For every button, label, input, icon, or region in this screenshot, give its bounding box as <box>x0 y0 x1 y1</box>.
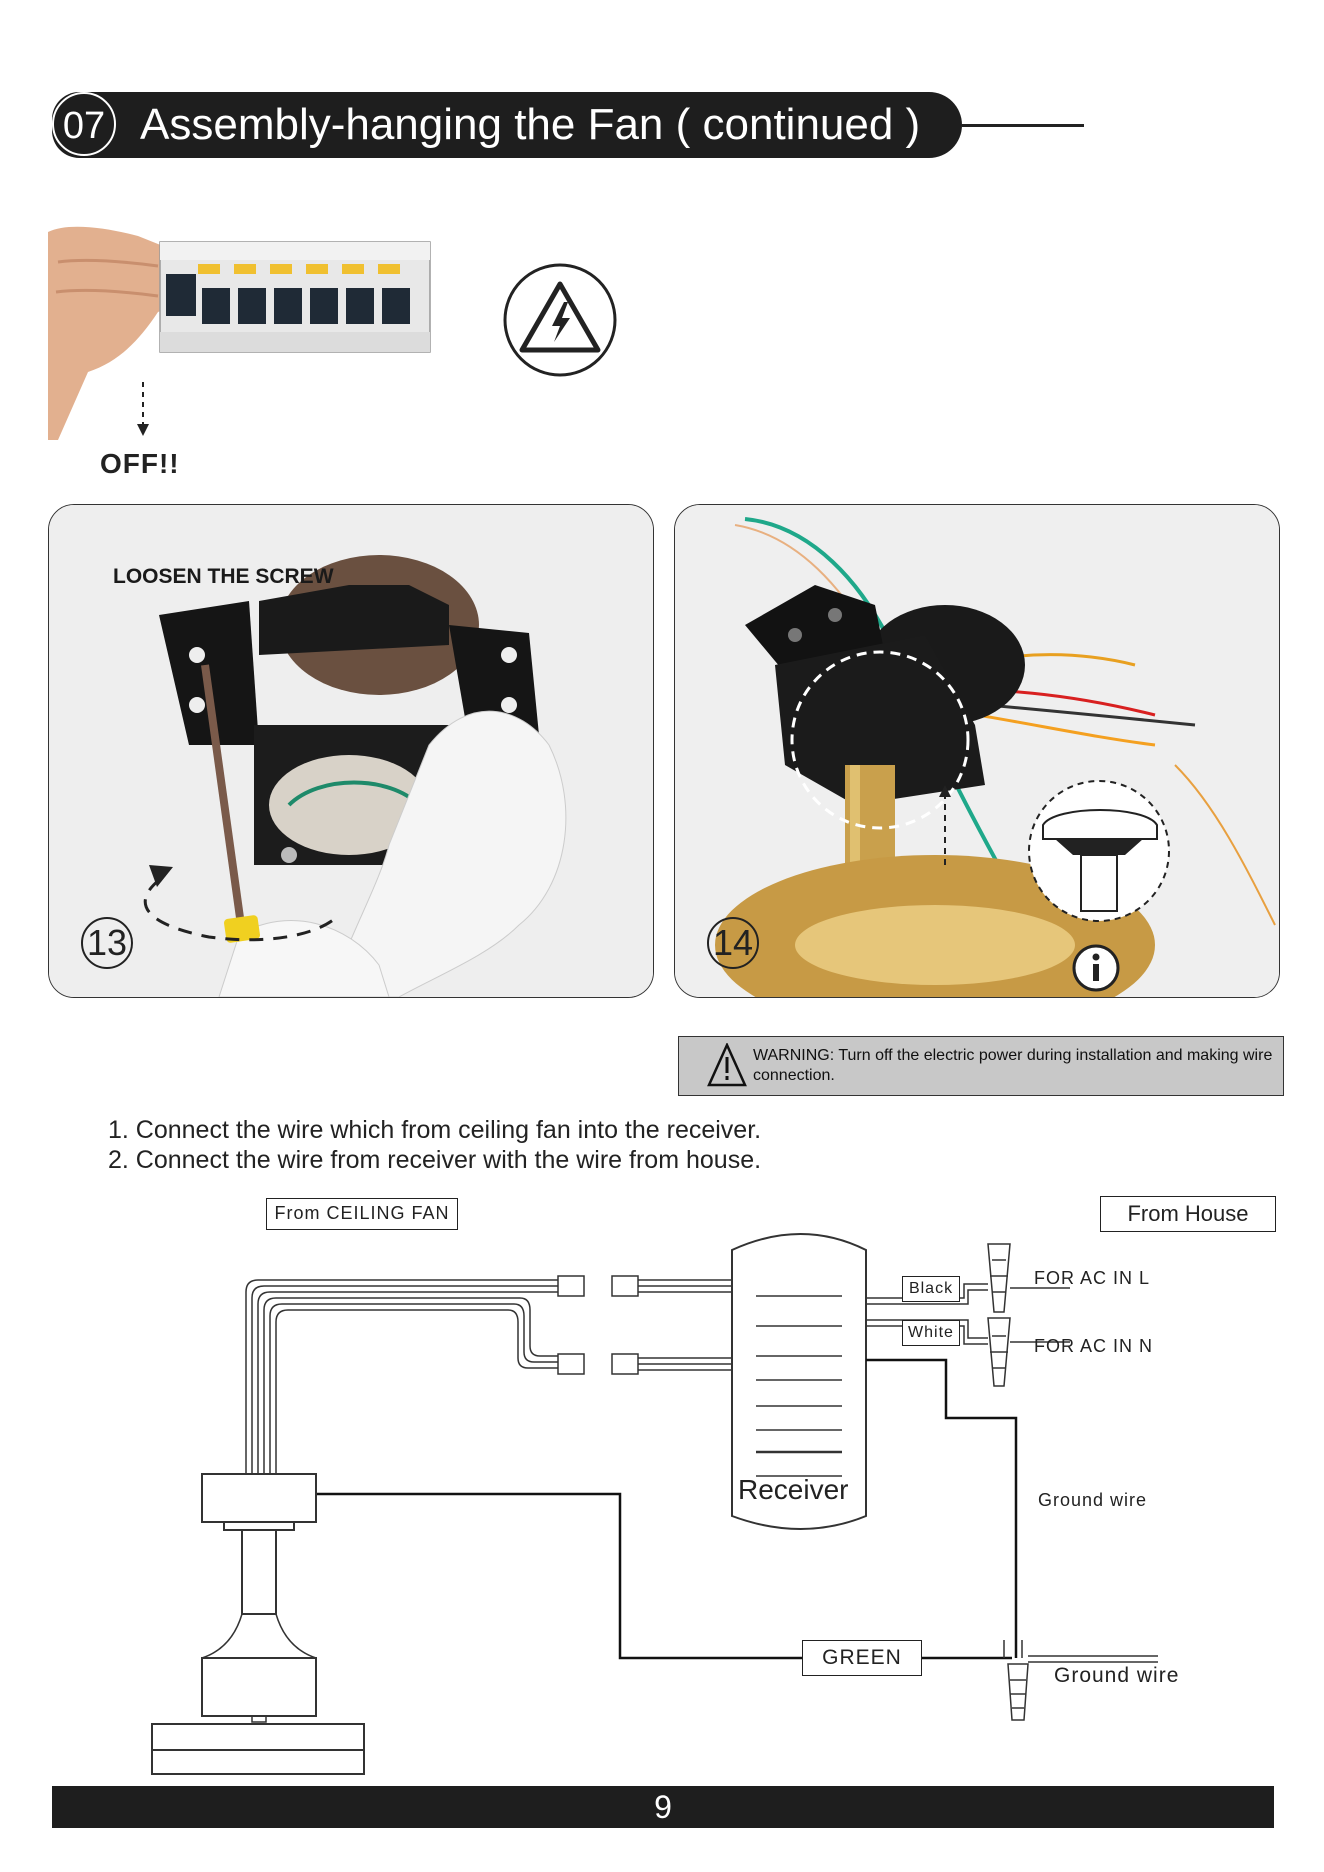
section-title: Assembly-hanging the Fan ( continued ) <box>140 100 921 149</box>
section-header <box>52 92 962 158</box>
wiring-diagram <box>151 1233 1158 1775</box>
from-house-label: From House <box>1100 1196 1276 1232</box>
off-label: OFF!! <box>100 448 180 479</box>
ac-in-n-label: FOR AC IN N <box>1034 1336 1154 1356</box>
loosen-screw-label: LOOSEN THE SCREW <box>113 565 334 588</box>
footer-bar: 9 <box>52 1786 1274 1828</box>
step-13-number: 13 <box>81 917 133 969</box>
house-ground-wire-label: Ground wire <box>1054 1664 1180 1687</box>
from-ceiling-fan-label: From CEILING FAN <box>266 1198 458 1230</box>
step-14-panel: 14 <box>674 504 1280 998</box>
wire-routing-illustration <box>675 505 1279 997</box>
instruction-1: 1. Connect the wire which from ceiling f… <box>108 1116 762 1144</box>
warning-triangle-icon <box>707 1043 747 1087</box>
instruction-2: 2. Connect the wire from receiver with t… <box>108 1146 762 1174</box>
white-wire-label: White <box>902 1320 960 1346</box>
header-rule <box>962 124 1084 127</box>
circuit-breaker-photo <box>48 226 431 440</box>
section-number: 07 <box>52 92 116 156</box>
step-14-number: 14 <box>707 917 759 969</box>
receiver-ground-wire-label: Ground wire <box>1038 1490 1148 1510</box>
black-wire-label: Black <box>902 1276 960 1302</box>
receiver-label: Receiver <box>738 1474 849 1505</box>
step-13-panel: LOOSEN THE SCREW 13 <box>48 504 654 998</box>
green-wire-label: GREEN <box>802 1640 922 1676</box>
loosen-screw-illustration <box>49 505 653 997</box>
electric-hazard-icon <box>503 263 617 377</box>
warning-box: WARNING: Turn off the electric power dur… <box>678 1036 1284 1096</box>
warning-text: WARNING: Turn off the electric power dur… <box>753 1047 1273 1084</box>
ac-in-l-label: FOR AC IN L <box>1034 1268 1151 1288</box>
page-number: 9 <box>654 1789 672 1825</box>
info-icon <box>1072 944 1120 992</box>
